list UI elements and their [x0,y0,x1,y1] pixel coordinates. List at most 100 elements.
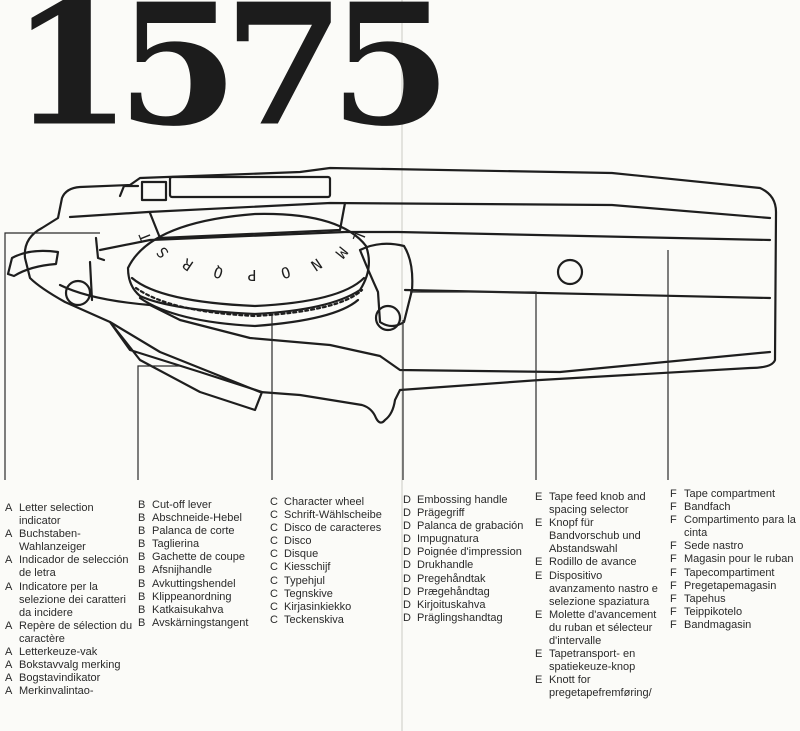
legend-text: Kirjoituskahva [417,598,486,611]
legend-key: B [138,512,146,525]
legend-text: Tapetransport- en spatiekeuze-knop [549,648,636,674]
legend-key: D [403,598,411,611]
legend-key: B [138,538,146,551]
legend-key: A [5,685,13,698]
legend-text: Knopf für Bandvorschub und Abstandswahl [549,517,641,556]
legend-entry: C Schrift-Wählscheibe [270,509,400,522]
legend-key: B [138,603,146,616]
legend-text: Bogstavindikator [19,672,101,685]
legend-key: E [535,674,543,687]
legend-key: A [5,528,13,541]
legend-key: B [138,564,146,577]
legend-text: Indicatore per la selezione dei caratter… [19,580,127,619]
legend-text: Avkuttingshendel [152,577,236,590]
legend-key: C [270,548,278,561]
legend-entry: A Letter selection indicator [5,502,133,528]
legend-text: Disco [284,535,312,548]
wheel-letter: S [153,243,173,261]
legend-key: A [5,659,13,672]
legend-text: Letter selection indicator [19,502,94,528]
legend-key: E [535,648,543,661]
model-number: 1575 [10,0,452,164]
legend-key: D [403,520,411,533]
legend-key: F [670,501,677,514]
legend-text: Poignée d'impression [417,546,522,559]
legend-text: Drukhandle [417,559,474,572]
legend-key: D [403,494,411,506]
legend-key: F [670,618,677,631]
legend-key: E [535,517,543,530]
legend-key: B [138,577,146,590]
legend-text: Kiesschijf [284,561,331,574]
legend-text: Merkinvalintao- [19,685,94,698]
legend-text: Tape compartment [684,488,776,500]
legend-entry: C Disco de caracteres [270,522,400,535]
legend-text: Bokstavvalg merking [19,659,121,672]
legend-entry: D Kirjoituskahva [403,599,533,612]
legend-key: C [270,509,278,522]
legend-text: Teippikotelo [684,605,743,618]
leader-e [410,291,537,480]
legend-key: C [270,574,278,587]
legend-text: Klippeanordning [152,590,232,603]
legend-text: Dispositivo avanzamento nastro e selezio… [549,569,658,608]
legend-key: D [403,611,411,624]
legend-text: Knott for pregetapefremføring/ [549,674,652,700]
legend-text: Taglierina [152,538,200,551]
wheel-letter: O [279,262,293,282]
legend-text: Compartimento para la cinta [684,514,796,540]
legend-key: B [138,551,146,564]
legend-text: Cut-off lever [152,499,212,511]
legend-key: C [270,522,278,535]
legend-text: Prægehåndtag [417,585,490,598]
top-edge [68,201,772,220]
legend-text: Pregetapemagasin [684,579,777,592]
legend-key: A [5,502,13,514]
legend-text: Tapecompartiment [684,566,775,579]
legend-entry: C Disco [270,535,400,548]
legend-key: C [270,535,278,548]
legend-entry: F Compartimento para la cinta [670,514,798,540]
legend-key: F [670,566,677,579]
legend-entry: A Bogstavindikator [5,672,133,685]
legend-text: Disco de caracteres [284,522,382,535]
leader-a [4,232,100,480]
legend-key: A [5,672,13,685]
legend-key: A [5,646,13,659]
left-screw [64,279,92,307]
legend-text: Schrift-Wählscheibe [284,509,382,522]
legend-key: F [670,514,677,527]
legend-text: Magasin pour le ruban [684,553,794,566]
body-outline [23,166,778,424]
legend-key: A [5,580,13,593]
letter-indicator [140,180,168,202]
legend-key: E [535,608,543,621]
legend-text: Character wheel [284,496,365,508]
